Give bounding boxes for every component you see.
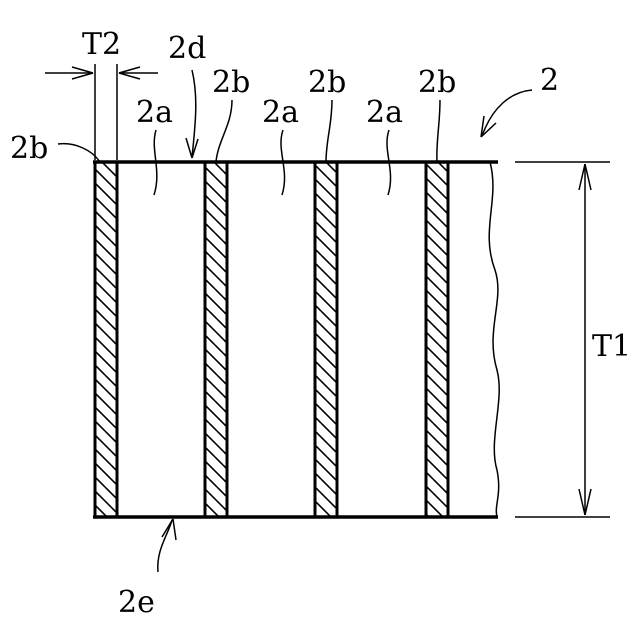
callout-2a-3: 2a (366, 95, 403, 195)
label-T2: T2 (82, 27, 121, 62)
label-2b-3: 2b (418, 65, 456, 100)
callout-2b-1: 2b (212, 65, 250, 162)
layer-2b-2 (315, 162, 337, 517)
label-2b-2: 2b (308, 65, 346, 100)
layer-2b-left (95, 162, 117, 517)
callout-2e: 2e (118, 519, 176, 620)
callout-2b-3: 2b (418, 65, 456, 162)
label-2b-1: 2b (212, 65, 250, 100)
label-2a-2: 2a (262, 95, 299, 130)
hatched-layers (95, 162, 448, 517)
callout-2d: 2d (168, 31, 206, 158)
dimension-T2: T2 (45, 27, 158, 160)
callout-2a-2: 2a (262, 95, 299, 195)
break-line (489, 162, 499, 517)
label-2b-left: 2b (10, 131, 48, 166)
callout-2b-left: 2b (10, 131, 100, 166)
dimension-T1: T1 (515, 162, 631, 517)
label-2a-3: 2a (366, 95, 403, 130)
label-2e: 2e (118, 585, 155, 620)
layer-2b-3 (426, 162, 448, 517)
callout-2: 2 (481, 63, 559, 137)
callout-2a-1: 2a (136, 95, 173, 195)
callout-2b-2: 2b (308, 65, 346, 162)
label-2a-1: 2a (136, 95, 173, 130)
label-2d: 2d (168, 31, 206, 66)
layer-2b-1 (205, 162, 227, 517)
label-2: 2 (540, 63, 559, 98)
label-T1: T1 (592, 329, 631, 364)
